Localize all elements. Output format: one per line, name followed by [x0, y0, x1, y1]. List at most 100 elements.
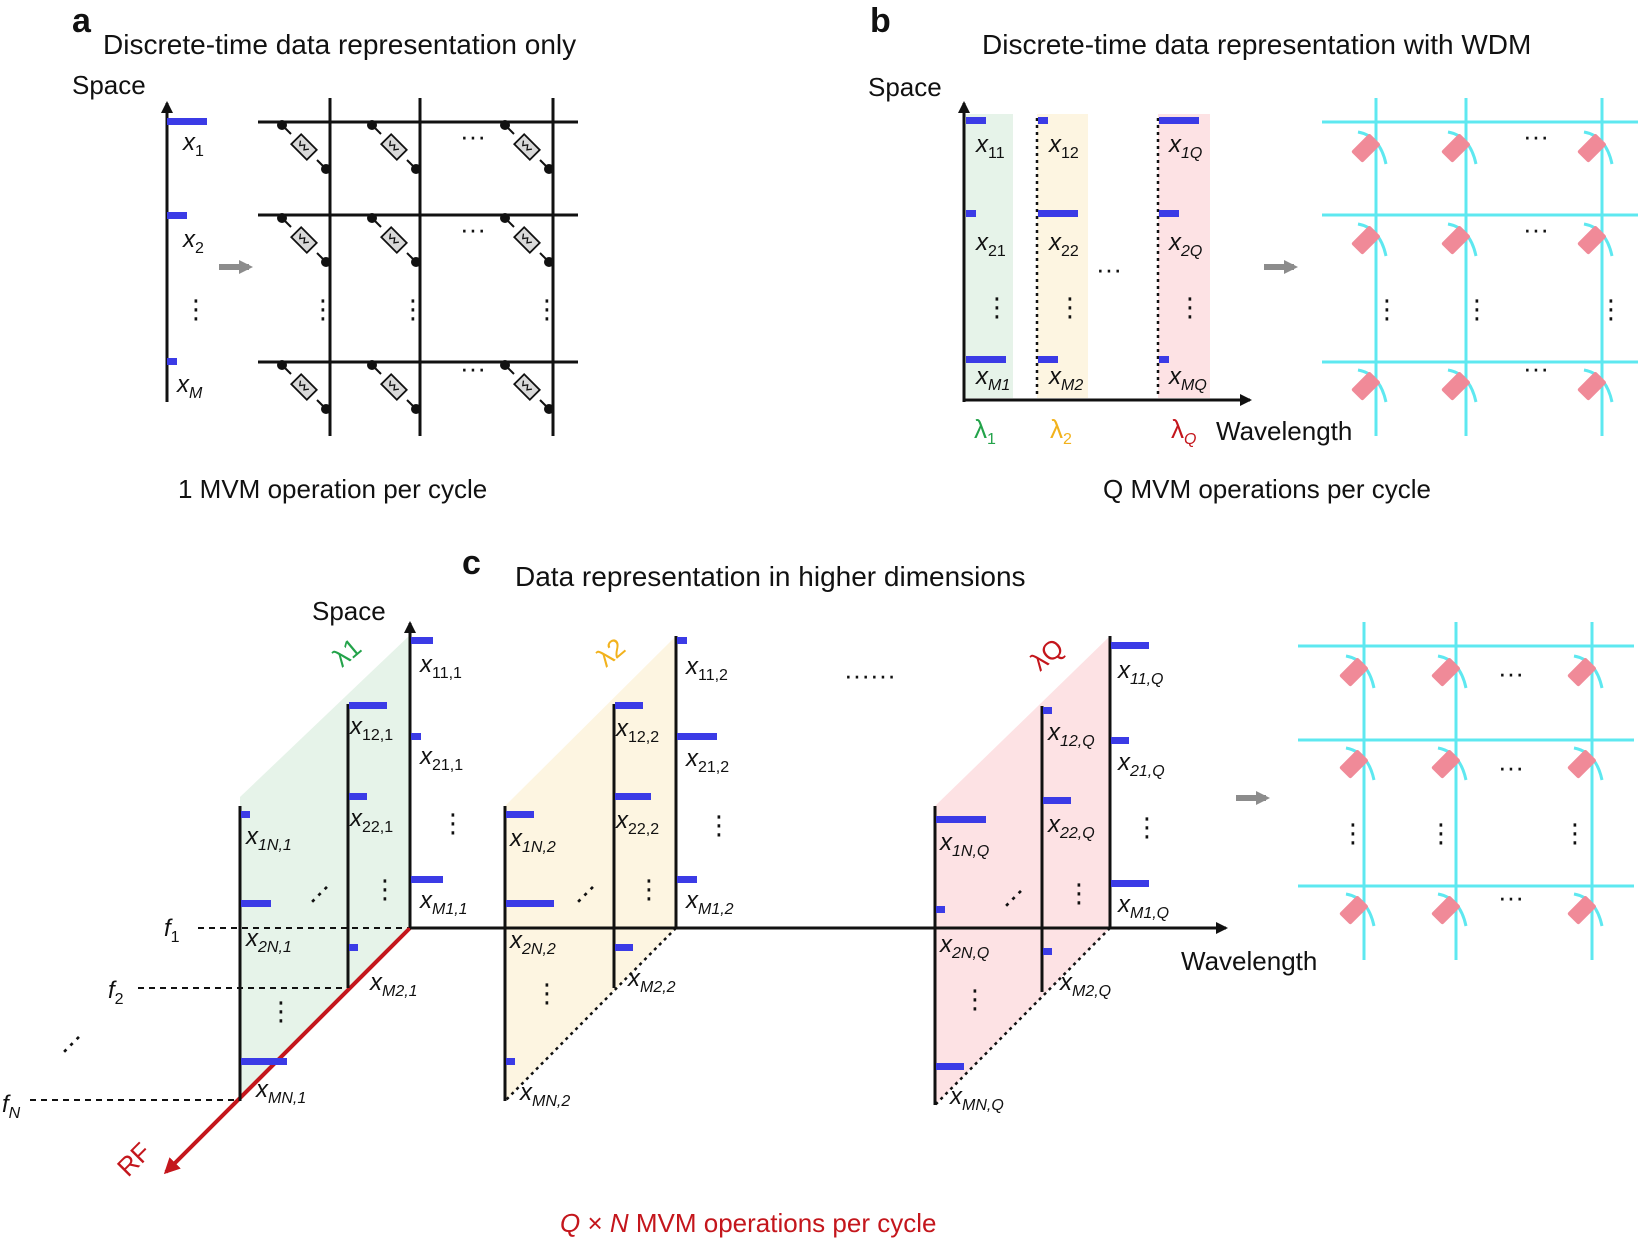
- panel-c-plane-q: [935, 636, 1110, 1105]
- panel-a-vdots-1: ⋮: [310, 294, 336, 324]
- panel-a-resistor-array: [276, 119, 555, 415]
- panel-b-bar-12: [1038, 117, 1048, 124]
- panel-c-bar-11-2: [677, 637, 687, 644]
- panel-c-lambda-2: λ2: [591, 632, 631, 673]
- panel-c-grid-hdots-2: ···: [1498, 752, 1524, 782]
- panel-c-wavelength-label: Wavelength: [1181, 946, 1317, 976]
- panel-c-bar-1n-2: [506, 811, 534, 818]
- panel-c-bar-22-1: [349, 793, 367, 800]
- panel-c-p2-diagonal: [504, 927, 677, 1102]
- panel-c-x2n-q: x2N,Q: [939, 931, 989, 962]
- panel-b: b Discrete-time data representation with…: [868, 2, 1638, 504]
- panel-c-bar-21-1: [411, 733, 421, 740]
- panel-b-lambda-2: λ2: [1050, 414, 1072, 448]
- panel-b-vdots-2: ⋮: [1057, 292, 1083, 322]
- panel-b-bar-11: [966, 117, 986, 124]
- panel-c-p2-vdots-3: ⋮: [534, 978, 560, 1008]
- panel-c-bar-21-2: [677, 733, 717, 740]
- panel-b-bar-1q: [1159, 117, 1199, 124]
- panel-c-bar-mn-q: [936, 1063, 964, 1070]
- panel-c-space-label: Space: [312, 596, 386, 626]
- panel-c-x1n-q: x1N,Q: [939, 829, 989, 860]
- panel-b-bar-21: [966, 210, 976, 217]
- panel-a-caption: 1 MVM operation per cycle: [178, 474, 487, 504]
- panel-c-bar-1n-1: [241, 811, 250, 818]
- panel-b-lambda-1: λ1: [974, 414, 996, 448]
- panel-a-vdots-3: ⋮: [534, 294, 560, 324]
- panel-c-bar-12-1: [349, 702, 387, 709]
- panel-c-p1-vdots-2: ⋮: [372, 874, 398, 904]
- panel-a-letter: a: [72, 2, 92, 40]
- panel-c-between-dots: ······: [844, 660, 896, 690]
- panel-a-bar-2: [167, 212, 187, 219]
- panel-a-xm: xM: [176, 371, 203, 402]
- panel-a-crossbar: [258, 98, 578, 436]
- panel-c-xm1-q: xM1,Q: [1117, 891, 1169, 922]
- panel-b-grid-hdots-2: ···: [1523, 214, 1549, 244]
- panel-b-grid-hdots-3: ···: [1523, 353, 1549, 383]
- panel-c-x21-2: x21,2: [685, 745, 729, 776]
- panel-c-bar-2n-2: [506, 900, 554, 907]
- panel-b-x11: x11: [975, 131, 1005, 162]
- panel-b-wavelength-label: Wavelength: [1216, 416, 1352, 446]
- panel-c-bar-m1-1: [411, 876, 443, 883]
- panel-c-xm2-q: xM2,Q: [1059, 969, 1111, 1000]
- panel-b-lambda-q: λQ: [1171, 414, 1196, 448]
- panel-c-x2n-1: x2N,1: [245, 925, 292, 956]
- panel-c-bar-mn-1: [241, 1058, 287, 1065]
- panel-c-x22-q: x22,Q: [1047, 811, 1095, 842]
- panel-c-lambda-1: λ1: [327, 632, 367, 673]
- panel-c-xmn-1: xMN,1: [255, 1076, 306, 1107]
- panel-a-bar-m: [167, 358, 177, 365]
- panel-b-grid-vdots-2: ⋮: [1464, 294, 1490, 324]
- panel-b-x12: x12: [1048, 131, 1079, 162]
- panel-b-caption: Q MVM operations per cycle: [1103, 474, 1431, 504]
- panel-a-hdots-3: ···: [460, 353, 486, 383]
- panel-c-bar-1n-q: [936, 816, 986, 823]
- panel-b-bar-m2: [1038, 356, 1058, 363]
- panel-b-x1q: x1Q: [1168, 131, 1202, 162]
- panel-a-bar-1: [167, 118, 207, 125]
- panel-a-x2: x2: [182, 226, 204, 257]
- panel-b-bar-2q: [1159, 210, 1179, 217]
- panel-c-f-ddots: ⋮: [52, 1024, 92, 1064]
- panel-c-bar-12-q: [1043, 707, 1052, 714]
- panel-c-p1-vdots-1: ⋮: [440, 808, 466, 838]
- panel-c-x22-2: x22,2: [615, 807, 659, 838]
- panel-b-grid-vdots-1: ⋮: [1374, 294, 1400, 324]
- panel-b-grid-vdots-3: ⋮: [1598, 294, 1624, 324]
- panel-c: c Data representation in higher dimensio…: [2, 544, 1634, 1238]
- panel-c-x11-1: x11,1: [419, 651, 462, 682]
- panel-c-bar-m2-q: [1043, 948, 1052, 955]
- panel-c-xmn-2: xMN,2: [519, 1079, 570, 1110]
- panel-c-bar-2n-q: [936, 906, 945, 913]
- panel-a-space-label: Space: [72, 70, 146, 100]
- panel-c-bar-m1-q: [1111, 880, 1149, 887]
- panel-a-hdots-1: ···: [460, 121, 486, 151]
- panel-c-letter: c: [462, 544, 481, 582]
- panel-c-xm1-2: xM1,2: [685, 887, 734, 918]
- panel-b-bar-22: [1038, 210, 1078, 217]
- panel-b-title: Discrete-time data representation with W…: [982, 29, 1531, 60]
- panel-c-fn: fN: [2, 1091, 21, 1122]
- panel-a-hdots-2: ···: [460, 214, 486, 244]
- panel-c-rf-axis: [163, 926, 412, 1175]
- panel-c-x11-q: x11,Q: [1117, 657, 1164, 688]
- panel-c-bar-22-q: [1043, 797, 1071, 804]
- panel-c-pq-vdots-2: ⋮: [1066, 878, 1092, 908]
- panel-a-vdots-2: ⋮: [400, 294, 426, 324]
- panel-c-xm2-1: xM2,1: [369, 969, 418, 1000]
- panel-c-lambda-q: λQ: [1025, 632, 1070, 676]
- panel-c-bar-m2-1: [349, 944, 358, 951]
- panel-c-bar-m2-2: [615, 944, 633, 951]
- panel-c-bar-mn-2: [506, 1058, 515, 1065]
- panel-b-xm2: xM2: [1048, 363, 1083, 394]
- panel-b-space-label: Space: [868, 72, 942, 102]
- panel-c-x1n-1: x1N,1: [245, 823, 292, 854]
- panel-c-bar-12-2: [615, 702, 643, 709]
- panel-b-letter: b: [870, 2, 891, 40]
- panel-c-x21-q: x21,Q: [1117, 749, 1165, 780]
- panel-c-caption: Q × N MVM operations per cycle: [560, 1208, 936, 1238]
- panel-c-p2-vdots-2: ⋮: [636, 874, 662, 904]
- panel-b-band-q: [1158, 114, 1210, 398]
